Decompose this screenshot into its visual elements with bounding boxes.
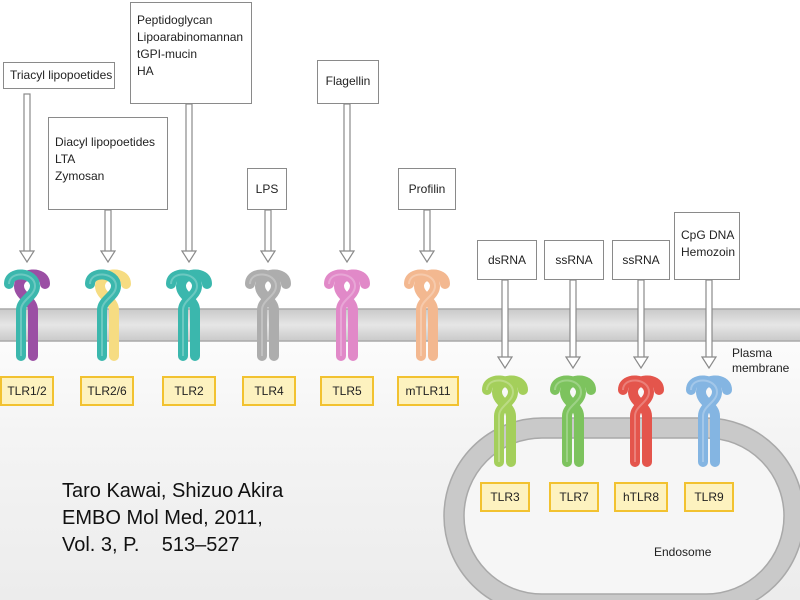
ligand-box-tlr9: CpG DNA Hemozoin xyxy=(674,212,740,280)
receptor-tlr3 xyxy=(482,375,528,467)
receptor-chain-left xyxy=(491,375,528,467)
arrow-tlr2-6 xyxy=(99,209,117,264)
receptor-tlr5 xyxy=(324,269,370,361)
receptor-tlr9 xyxy=(686,375,732,467)
ligand-text: Triacyl lipopoetides xyxy=(10,68,113,82)
plasma-membrane-label-line2: membrane xyxy=(732,361,790,375)
ligand-text: Hemozoin xyxy=(681,245,736,259)
receptor-chain-right xyxy=(245,269,282,361)
label-tlr9: TLR9 xyxy=(684,482,734,512)
receptor-tlr4 xyxy=(245,269,291,361)
arrow-tlr1-2 xyxy=(18,93,36,264)
ligand-box-htlr8: ssRNA xyxy=(612,240,670,280)
ligand-text: LPS xyxy=(255,182,279,196)
receptor-chain-left xyxy=(333,269,370,361)
ligand-box-mtlr11: Profilin xyxy=(398,168,456,210)
receptor-chain-right xyxy=(324,269,361,361)
receptor-chain-right xyxy=(404,269,441,361)
label-tlr7: TLR7 xyxy=(549,482,599,512)
arrow-tlr7 xyxy=(564,279,582,370)
receptor-chain-right xyxy=(166,269,203,361)
ligand-text: Flagellin xyxy=(325,74,371,88)
arrow-tlr5 xyxy=(338,103,356,264)
receptor-tlr2-6 xyxy=(85,269,131,361)
ligand-box-tlr7: ssRNA xyxy=(544,240,604,280)
label-tlr1-2: TLR1/2 xyxy=(0,376,54,406)
ligand-box-tlr5: Flagellin xyxy=(317,60,379,104)
label-tlr2: TLR2 xyxy=(162,376,216,406)
citation: Taro Kawai, Shizuo Akira EMBO Mol Med, 2… xyxy=(62,478,283,559)
label-tlr2-6: TLR2/6 xyxy=(80,376,134,406)
ligand-text: Peptidoglycan xyxy=(137,13,213,27)
receptor-chain-left xyxy=(627,375,664,467)
receptor-chain-left xyxy=(175,269,212,361)
receptor-chain-right xyxy=(686,375,723,467)
receptor-chain-right xyxy=(550,375,587,467)
receptor-mtlr11 xyxy=(404,269,450,361)
arrow-tlr3 xyxy=(496,279,514,370)
plasma-membrane xyxy=(0,309,800,341)
receptor-chain-right xyxy=(85,269,122,361)
receptor-chain-left xyxy=(695,375,732,467)
label-htlr8: hTLR8 xyxy=(614,482,668,512)
ligand-box-tlr3: dsRNA xyxy=(477,240,537,280)
receptor-chain-right xyxy=(618,375,655,467)
receptor-htlr8 xyxy=(618,375,664,467)
arrow-tlr4 xyxy=(259,209,277,264)
receptor-tlr1-2 xyxy=(4,269,50,361)
receptor-chain-left xyxy=(13,269,50,361)
citation-journal: EMBO Mol Med, 2011, xyxy=(62,507,263,529)
label-tlr5: TLR5 xyxy=(320,376,374,406)
arrow-tlr2 xyxy=(180,103,198,264)
receptor-chain-left xyxy=(254,269,291,361)
receptor-chain-left xyxy=(559,375,596,467)
arrow-tlr9 xyxy=(700,279,718,370)
label-mtlr11: mTLR11 xyxy=(397,376,459,406)
endosome-inner xyxy=(463,437,785,595)
receptor-chain-left xyxy=(413,269,450,361)
label-tlr4: TLR4 xyxy=(242,376,296,406)
ligand-text: HA xyxy=(137,64,154,78)
ligand-text: Diacyl lipopoetides xyxy=(55,135,156,149)
ligand-box-tlr2-6: Diacyl lipopoetides LTA Zymosan xyxy=(48,117,168,210)
ligand-box-tlr1-2: Triacyl lipopoetides xyxy=(3,62,115,89)
ligand-text: Profilin xyxy=(408,182,446,196)
citation-volume-pages: Vol. 3, P. 513–527 xyxy=(62,534,240,556)
ligand-text: Lipoarabinomannan xyxy=(137,30,244,44)
plasma-membrane-label: Plasma membrane xyxy=(732,346,789,376)
endosome-label: Endosome xyxy=(654,545,712,559)
ligand-text: CpG DNA xyxy=(681,228,735,242)
ligand-text: LTA xyxy=(55,152,76,166)
arrow-htlr8 xyxy=(632,279,650,370)
ligand-text: Zymosan xyxy=(55,169,105,183)
receptor-tlr7 xyxy=(550,375,596,467)
ligand-box-tlr2: Peptidoglycan Lipoarabinomannan tGPI-muc… xyxy=(130,2,252,104)
ligand-text: dsRNA xyxy=(487,253,526,267)
receptor-chain-right xyxy=(4,269,41,361)
label-tlr3: TLR3 xyxy=(480,482,530,512)
receptor-chain-right xyxy=(482,375,519,467)
arrow-mtlr11 xyxy=(418,209,436,264)
receptor-tlr2 xyxy=(166,269,212,361)
plasma-membrane-label-line1: Plasma xyxy=(732,346,773,360)
ligand-box-tlr4: LPS xyxy=(247,168,287,210)
receptor-chain-left xyxy=(94,269,131,361)
ligand-text: ssRNA xyxy=(555,253,593,267)
ligand-text: tGPI-mucin xyxy=(137,47,198,61)
citation-authors: Taro Kawai, Shizuo Akira xyxy=(62,480,284,502)
ligand-text: ssRNA xyxy=(622,253,660,267)
